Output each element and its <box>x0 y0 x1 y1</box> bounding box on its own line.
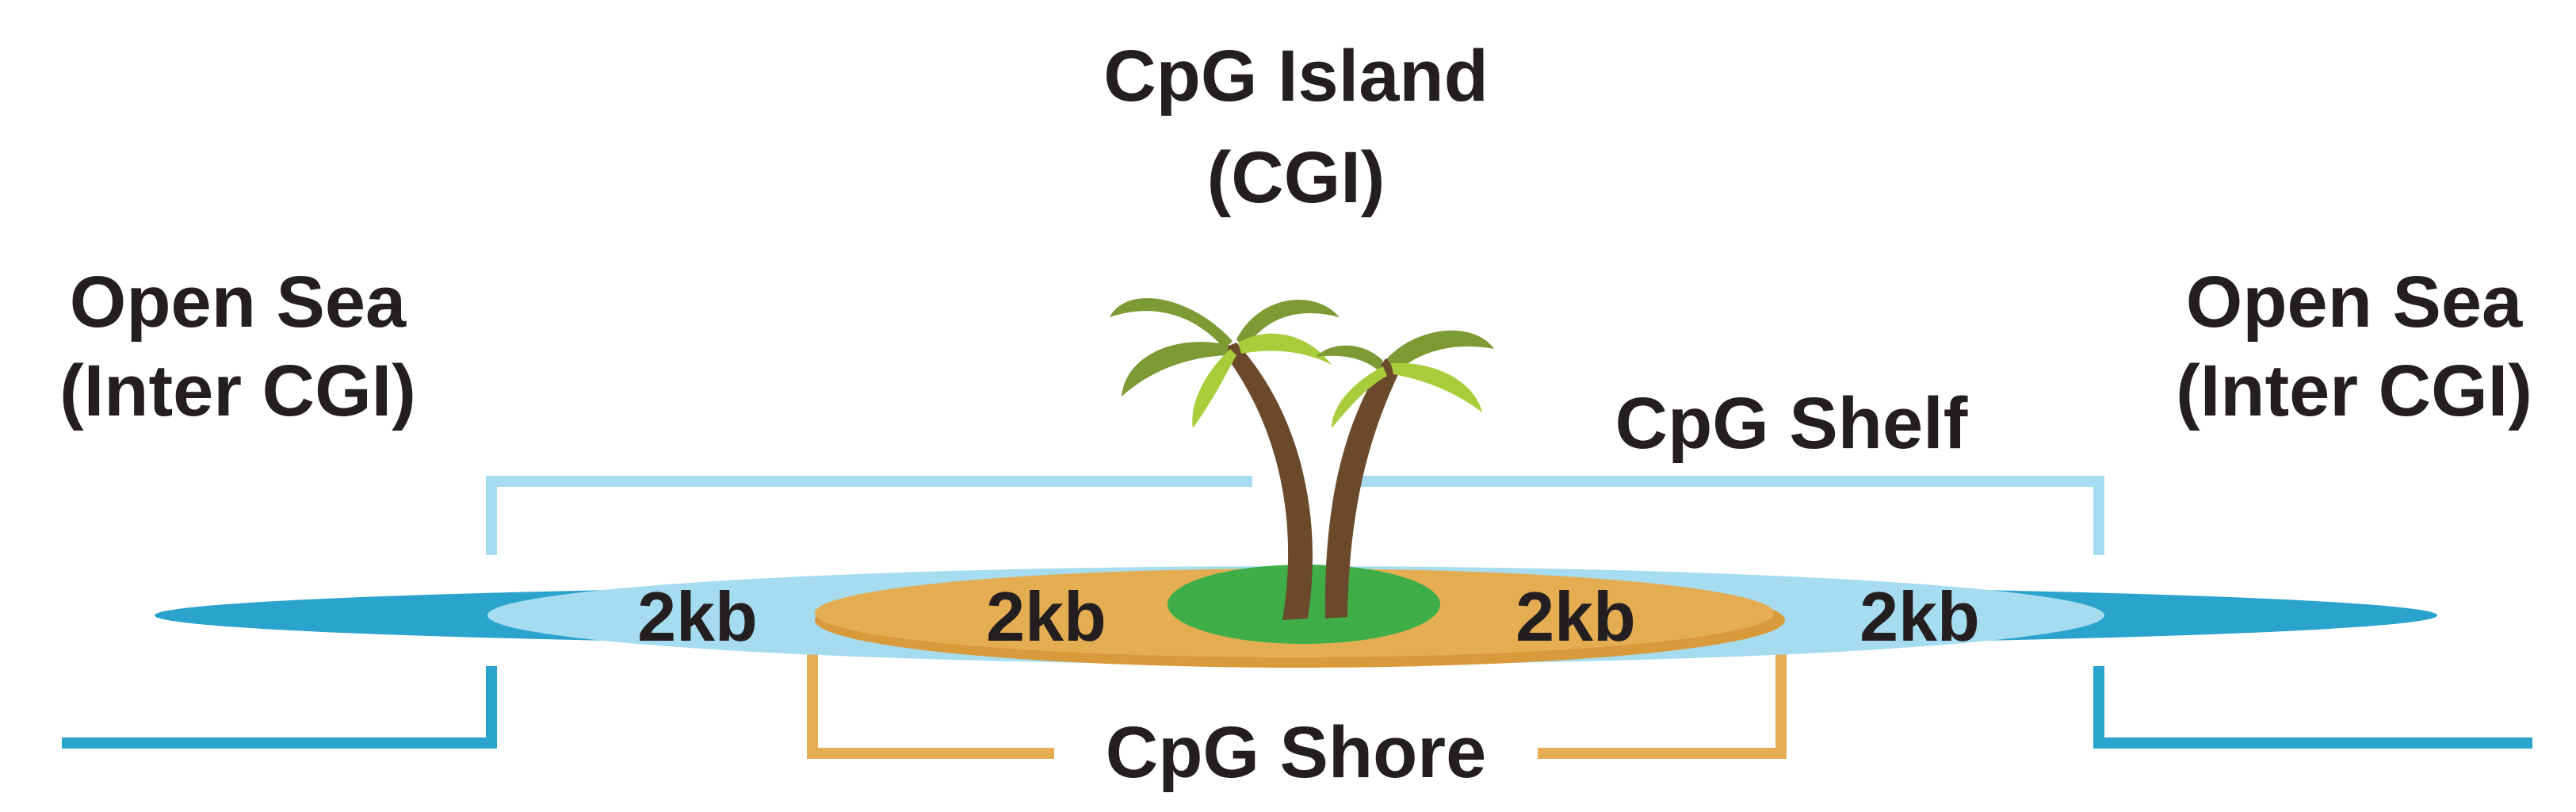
open-sea-left-line2: (Inter CGI) <box>59 350 416 431</box>
shore-bracket <box>807 634 1787 759</box>
shelf-label: CpG Shelf <box>1615 383 1968 464</box>
distance-label: 2kb <box>1859 577 1980 656</box>
open-sea-left-line1: Open Sea <box>69 262 407 343</box>
island-title: CpG Island (CGI) <box>979 32 1613 222</box>
open-sea-right-line1: Open Sea <box>2185 262 2523 343</box>
distance-label: 2kb <box>986 577 1106 656</box>
island-title-line2: (CGI) <box>1206 137 1385 218</box>
open-sea-left-label: Open Sea (Inter CGI) <box>16 258 460 435</box>
island-title-line1: CpG Island <box>1103 36 1489 117</box>
shelf-bracket <box>486 476 2104 555</box>
distance-label: 2kb <box>1515 577 1636 656</box>
open-sea-brackets <box>62 666 2532 749</box>
open-sea-right-line2: (Inter CGI) <box>2176 350 2532 431</box>
palm-tree-icon <box>1110 298 1494 620</box>
shore-label: CpG Shore <box>1105 712 1487 793</box>
distance-label: 2kb <box>637 577 758 656</box>
open-sea-right-label: Open Sea (Inter CGI) <box>2132 258 2576 435</box>
